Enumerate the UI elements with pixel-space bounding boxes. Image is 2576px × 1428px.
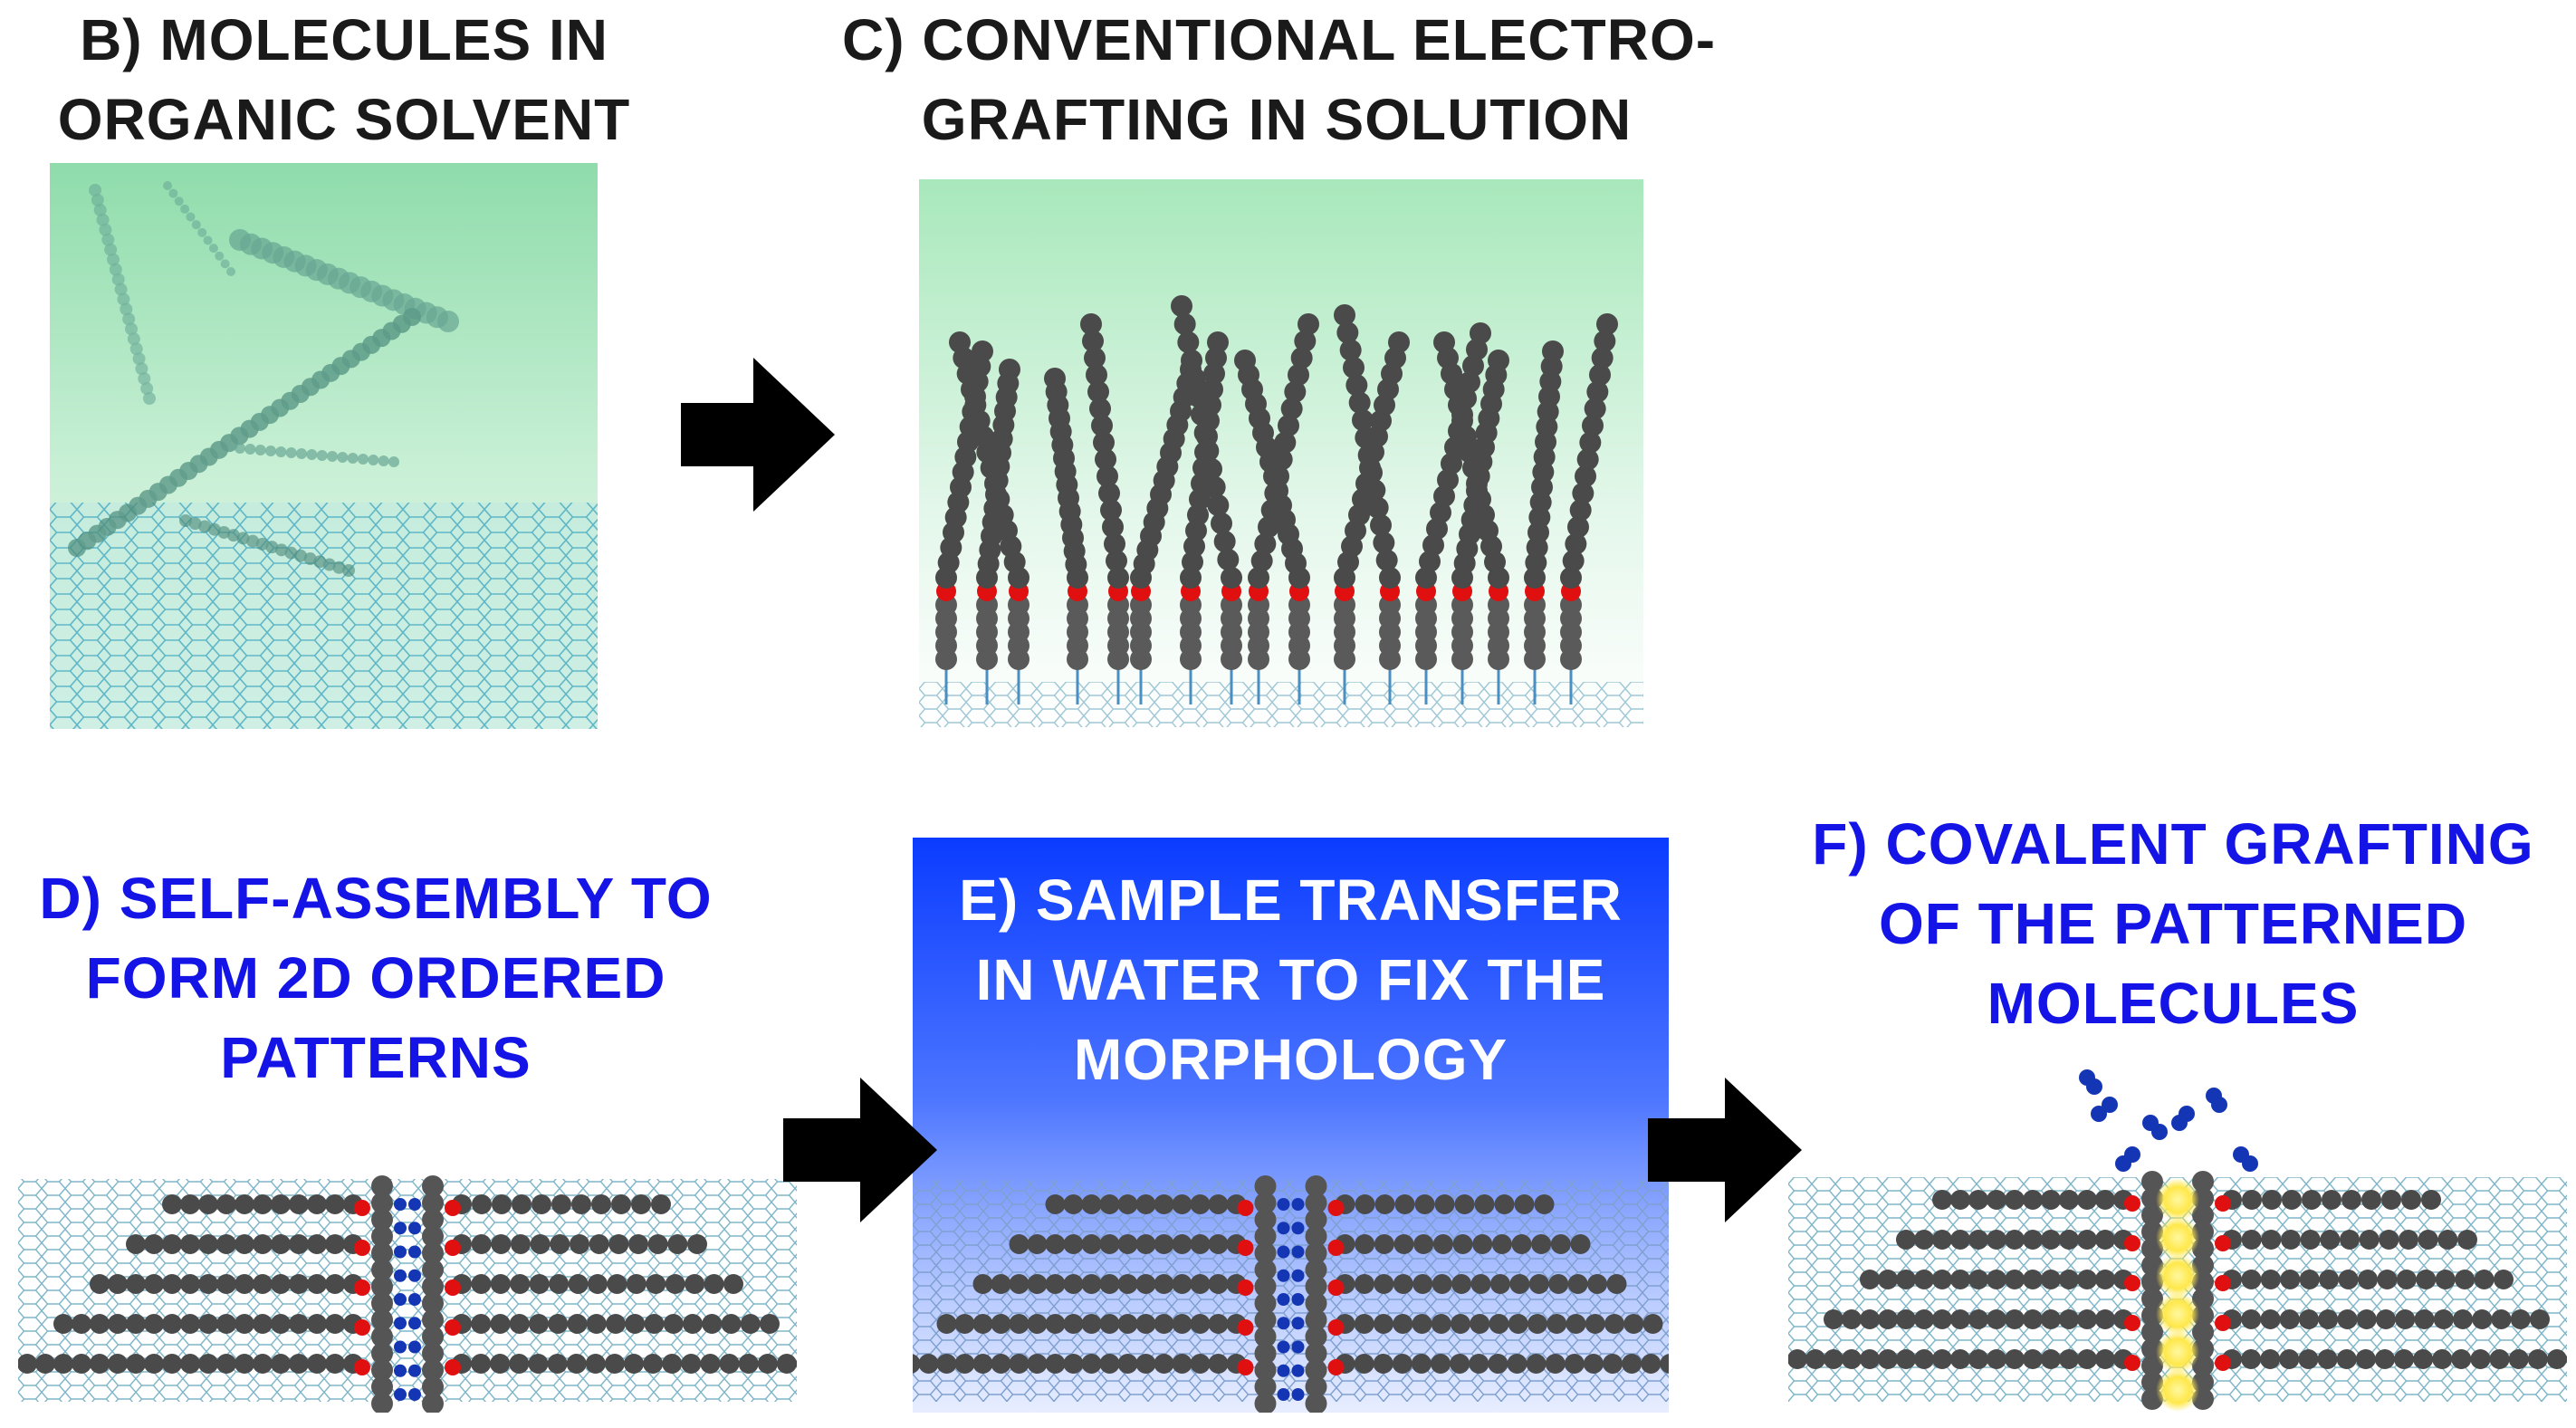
panel-e-title-line-1: E) SAMPLE TRANSFER bbox=[959, 867, 1623, 933]
arrow-right-icon bbox=[681, 358, 835, 512]
panel-b-title-line-2: ORGANIC SOLVENT bbox=[57, 87, 631, 152]
released-nitrogen-molecules bbox=[2079, 1069, 2258, 1172]
graphene-surface bbox=[18, 1179, 797, 1402]
panel-e-title: E) SAMPLE TRANSFER IN WATER TO FIX THE M… bbox=[913, 860, 1669, 1099]
panel-b-illustration bbox=[50, 163, 598, 729]
arrow-right-icon bbox=[783, 1078, 937, 1222]
panel-e-title-line-3: MORPHOLOGY bbox=[1073, 1027, 1508, 1092]
ordered-molecule-rows bbox=[913, 1175, 1669, 1413]
panel-c-title: C) CONVENTIONAL ELECTRO- GRAFTING IN SOL… bbox=[842, 0, 1717, 159]
grafted-molecule-chains bbox=[935, 295, 1618, 704]
dispersed-molecule-chains bbox=[68, 181, 459, 577]
graphene-surface bbox=[50, 503, 598, 729]
panel-d-title-line-2: FORM 2D ORDERED bbox=[85, 945, 666, 1011]
panel-c-illustration bbox=[919, 179, 1643, 727]
panel-c-title-line-1: C) CONVENTIONAL ELECTRO- bbox=[842, 7, 1717, 72]
panel-d-svg bbox=[18, 1175, 797, 1413]
panel-f-svg bbox=[1788, 1069, 2567, 1412]
ordered-molecule-rows bbox=[18, 1175, 797, 1413]
panel-b-title-line-1: B) MOLECULES IN bbox=[80, 7, 608, 72]
panel-c-title-line-2: GRAFTING IN SOLUTION bbox=[921, 87, 1633, 152]
panel-f-title-line-3: MOLECULES bbox=[1987, 971, 2360, 1036]
panel-f-title-line-1: F) COVALENT GRAFTING bbox=[1812, 811, 2534, 877]
panel-d-illustration bbox=[18, 1168, 797, 1413]
panel-d-title-line-3: PATTERNS bbox=[220, 1025, 531, 1090]
panel-c-svg bbox=[919, 179, 1643, 727]
panel-b-svg bbox=[50, 163, 598, 729]
panel-e-illustration bbox=[913, 838, 1669, 1413]
graphene-surface bbox=[919, 682, 1643, 727]
panel-f-illustration bbox=[1788, 1069, 2567, 1413]
panel-e-title-line-2: IN WATER TO FIX THE bbox=[975, 947, 1606, 1012]
panel-f-title: F) COVALENT GRAFTING OF THE PATTERNED MO… bbox=[1775, 804, 2571, 1043]
panel-f-title-line-2: OF THE PATTERNED bbox=[1878, 891, 2468, 956]
panel-d-title: D) SELF-ASSEMBLY TO FORM 2D ORDERED PATT… bbox=[0, 858, 752, 1097]
grafted-molecule-rows bbox=[1788, 1171, 2567, 1412]
arrow-right-icon bbox=[1648, 1078, 1802, 1222]
panel-e-svg bbox=[913, 838, 1669, 1413]
panel-b-title: B) MOLECULES IN ORGANIC SOLVENT bbox=[18, 0, 670, 159]
panel-d-title-line-1: D) SELF-ASSEMBLY TO bbox=[39, 866, 713, 931]
